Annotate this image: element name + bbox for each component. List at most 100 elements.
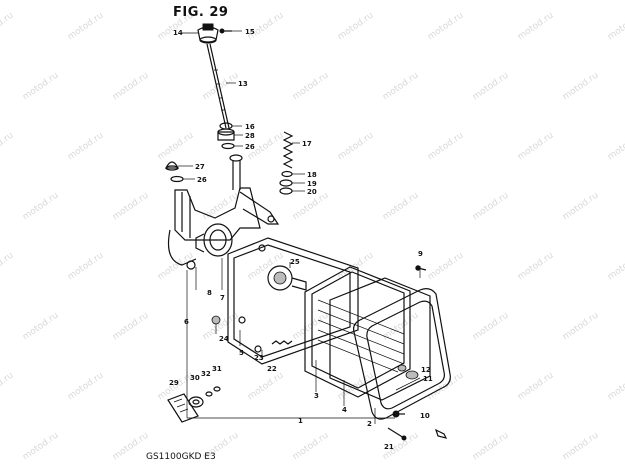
- washer-part-26-lower: [170, 175, 184, 183]
- watermark-text: motod.ru: [471, 431, 511, 463]
- callout-label-17: 17: [302, 140, 312, 148]
- watermark-text: motod.ru: [606, 251, 625, 283]
- watermark-text: motod.ru: [21, 311, 61, 343]
- callout-label-14: 14: [173, 29, 183, 37]
- callout-label-2: 2: [367, 420, 372, 428]
- watermark-text: motod.ru: [156, 131, 196, 163]
- watermark-text: motod.ru: [471, 311, 511, 343]
- figure-title: FIG. 29: [173, 5, 229, 20]
- figure-footer: GS1100GKD E3: [146, 452, 216, 462]
- watermark-text: motod.ru: [426, 131, 466, 163]
- callout-label-31: 31: [212, 365, 222, 373]
- watermark-text: motod.ru: [381, 71, 421, 103]
- watermark-text: motod.ru: [426, 11, 466, 43]
- watermark-text: motod.ru: [66, 131, 106, 163]
- watermark-text: motod.ru: [0, 11, 16, 43]
- watermark-text: motod.ru: [336, 131, 376, 163]
- bracket-housing: [167, 154, 280, 270]
- callout-label-20: 20: [307, 188, 317, 196]
- callout-label-26: 26: [197, 176, 207, 184]
- watermark-text: motod.ru: [561, 431, 601, 463]
- callout-label-6: 6: [184, 318, 189, 326]
- watermark-text: motod.ru: [291, 71, 331, 103]
- watermark-text: motod.ru: [21, 71, 61, 103]
- callout-label-4: 4: [342, 406, 347, 414]
- watermark-text: motod.ru: [291, 311, 331, 343]
- watermark-text: motod.ru: [21, 191, 61, 223]
- callout-label-27: 27: [195, 163, 205, 171]
- screw-part-2: [387, 427, 407, 441]
- callout-label-19: 19: [307, 180, 317, 188]
- mount-assembly: [195, 223, 233, 257]
- watermark-text: motod.ru: [516, 251, 556, 283]
- rod-part-13: [206, 43, 230, 129]
- callout-label-30: 30: [190, 374, 200, 382]
- watermark-text: motod.ru: [66, 11, 106, 43]
- callout-label-21: 21: [384, 443, 394, 451]
- watermark-text: motod.ru: [111, 71, 151, 103]
- callout-label-9: 9: [418, 250, 423, 258]
- callout-label-32: 32: [201, 370, 211, 378]
- callout-label-18: 18: [307, 171, 317, 179]
- gasket-part-4: [329, 277, 431, 401]
- spring-part-22: [271, 340, 293, 345]
- callout-label-28: 28: [245, 132, 255, 140]
- callout-label-1: 1: [298, 417, 303, 425]
- watermark-text: motod.ru: [516, 131, 556, 163]
- watermark-text: motod.ru: [0, 131, 16, 163]
- watermark-text: motod.ru: [561, 311, 601, 343]
- washers-18-19-20: [279, 170, 293, 195]
- clip-part-21: [434, 428, 448, 439]
- watermark-text: motod.ru: [291, 431, 331, 463]
- watermark-text: motod.ru: [561, 191, 601, 223]
- callout-label-15: 15: [245, 28, 255, 36]
- watermark-text: motod.ru: [21, 431, 61, 463]
- watermark-text: motod.ru: [156, 251, 196, 283]
- callout-label-5: 5: [239, 349, 244, 357]
- grommet-part-30: [188, 396, 204, 408]
- leader-lines: [178, 30, 421, 424]
- callout-label-13: 13: [238, 80, 248, 88]
- watermark-text: motod.ru: [111, 191, 151, 223]
- watermark-text: motod.ru: [111, 431, 151, 463]
- watermark-text: motod.ru: [66, 251, 106, 283]
- watermark-text: motod.ru: [201, 191, 241, 223]
- callout-label-7: 7: [220, 294, 225, 302]
- watermark-text: motod.ru: [426, 251, 466, 283]
- rim-part-1: [353, 288, 451, 420]
- callout-label-11: 11: [423, 375, 433, 383]
- nut-part-24: [211, 315, 221, 325]
- callout-label-29: 29: [169, 379, 179, 387]
- nut-part-31: [213, 386, 221, 392]
- callout-label-3: 3: [314, 392, 319, 400]
- screw-part-10: [392, 410, 405, 418]
- screw-part-15: [219, 28, 232, 34]
- watermark-text: motod.ru: [246, 11, 286, 43]
- watermark-text: motod.ru: [516, 11, 556, 43]
- watermark-text: motod.ru: [66, 371, 106, 403]
- spring-part-17: [282, 131, 294, 169]
- watermark-text: motod.ru: [471, 191, 511, 223]
- callout-label-10: 10: [420, 412, 430, 420]
- callout-label-22: 22: [267, 365, 277, 373]
- callout-label-12: 12: [421, 366, 431, 374]
- watermark-text: motod.ru: [111, 311, 151, 343]
- watermark-text: motod.ru: [381, 191, 421, 223]
- watermark-text: motod.ru: [471, 71, 511, 103]
- cap-part-14: [197, 23, 219, 44]
- callout-label-24: 24: [219, 335, 229, 343]
- watermark-text: motod.ru: [336, 11, 376, 43]
- watermark-text: motod.ru: [606, 11, 625, 43]
- callout-label-23: 23: [254, 354, 264, 362]
- watermark-text: motod.ru: [606, 371, 625, 403]
- watermark-text: motod.ru: [381, 311, 421, 343]
- watermark-text: motod.ru: [606, 131, 625, 163]
- watermark-text: motod.ru: [0, 251, 16, 283]
- nut-part-23: [254, 345, 262, 353]
- watermark-text: motod.ru: [0, 371, 16, 403]
- bulb-socket-part-25: [267, 265, 307, 291]
- callout-label-8: 8: [207, 289, 212, 297]
